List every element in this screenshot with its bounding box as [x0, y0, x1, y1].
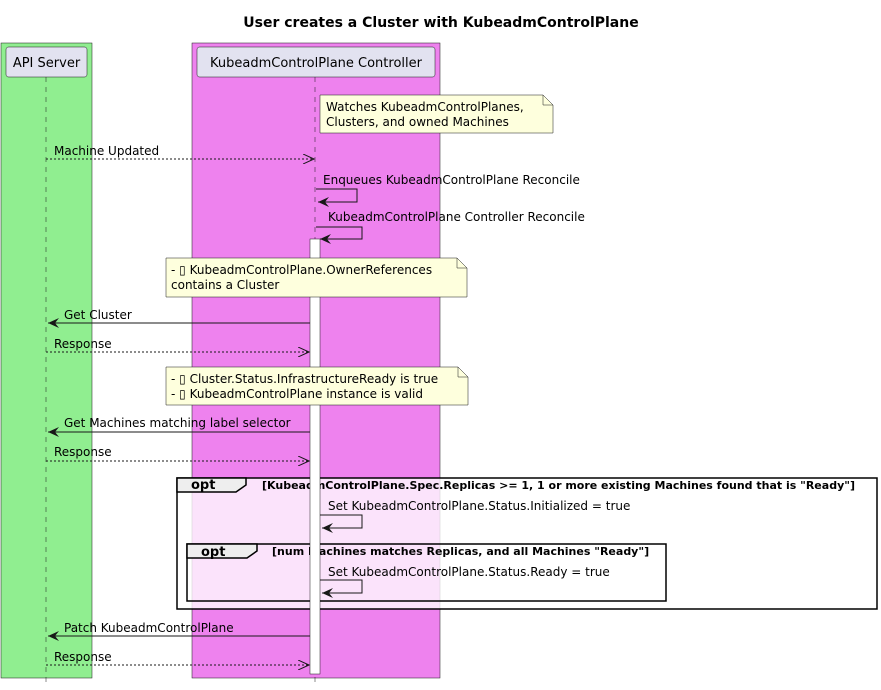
- note-watches-line-1: Watches KubeadmControlPlanes,: [326, 100, 524, 114]
- note-owner-line-2: contains a Cluster: [171, 278, 279, 292]
- note-owner-references: - ▯ KubeadmControlPlane.OwnerReferences …: [165, 257, 468, 298]
- participant-api-server: API Server: [5, 46, 88, 78]
- note-owner-line-1: - ▯ KubeadmControlPlane.OwnerReferences: [171, 263, 432, 277]
- api-server-box: [0, 42, 93, 679]
- opt-inner-fragment: opt [num Machines matches Replicas, and …: [186, 543, 667, 602]
- opt-outer-guard: [KubeadmControlPlane.Spec.Replicas >= 1,…: [262, 479, 855, 492]
- arrow-enqueue: [316, 188, 358, 207]
- participant-controller: KubeadmControlPlane Controller: [196, 46, 436, 78]
- diagram-title: User creates a Cluster with KubeadmContr…: [243, 15, 638, 31]
- msg-patch: Patch KubeadmControlPlane: [64, 621, 234, 635]
- participant-api-label: API Server: [13, 56, 81, 71]
- msg-set-ready: Set KubeadmControlPlane.Status.Ready = t…: [328, 565, 610, 579]
- note-infrastructure-ready: - ▯ Cluster.Status.InfrastructureReady i…: [165, 366, 469, 406]
- participant-controller-label: KubeadmControlPlane Controller: [210, 56, 423, 71]
- msg-response-2: Response: [54, 445, 112, 459]
- arrow-set-ready: [320, 579, 363, 598]
- msg-machine-updated: Machine Updated: [54, 144, 159, 158]
- msg-response-3: Response: [54, 650, 112, 664]
- note-ready-line-2: - ▯ KubeadmControlPlane instance is vali…: [171, 387, 423, 401]
- msg-response-1: Response: [54, 337, 112, 351]
- msg-reconcile: KubeadmControlPlane Controller Reconcile: [328, 210, 585, 224]
- opt-outer-label: opt: [191, 478, 215, 493]
- opt-inner-guard: [num Machines matches Replicas, and all …: [272, 545, 649, 558]
- msg-enqueue: Enqueues KubeadmControlPlane Reconcile: [323, 173, 580, 187]
- note-ready-line-1: - ▯ Cluster.Status.InfrastructureReady i…: [171, 372, 438, 386]
- msg-set-initialized: Set KubeadmControlPlane.Status.Initializ…: [328, 499, 630, 513]
- msg-get-machines: Get Machines matching label selector: [64, 416, 291, 430]
- msg-get-cluster: Get Cluster: [64, 308, 132, 322]
- opt-inner-label: opt: [201, 545, 225, 560]
- note-watches-line-2: Clusters, and owned Machines: [326, 115, 509, 129]
- controller-activation-bar: [309, 238, 321, 675]
- note-watches: Watches KubeadmControlPlanes, Clusters, …: [319, 94, 554, 134]
- arrow-set-initialized: [320, 514, 363, 533]
- arrow-reconcile: [316, 226, 363, 244]
